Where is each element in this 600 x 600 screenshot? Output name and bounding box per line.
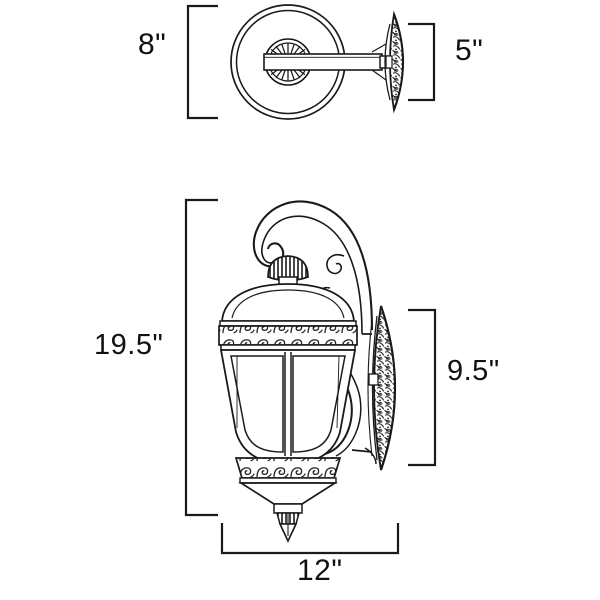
ornate-wall-plate-top (371, 10, 404, 114)
glass-panels (219, 349, 357, 465)
lower-ornament-band (234, 457, 342, 484)
dimension-bracket-8in (186, 4, 218, 120)
dimension-label-overall-width: 12" (297, 554, 343, 587)
tapered-base (238, 482, 338, 505)
top-finial (267, 255, 309, 286)
dimension-label-top-depth: 5" (455, 34, 484, 67)
mounting-arm (263, 53, 389, 71)
dimension-bracket-19-5in (184, 198, 218, 517)
dimension-bracket-5in (408, 22, 436, 102)
domed-cap (219, 283, 357, 327)
dimension-bracket-12in (220, 523, 400, 555)
front-view-group (184, 198, 437, 555)
dimension-label-overall-height: 19.5" (94, 329, 164, 361)
top-view-group (186, 4, 436, 120)
dimension-bracket-9-5in (408, 308, 437, 467)
dimension-label-top-height: 8" (138, 28, 167, 61)
dimension-label-backplate-height: 9.5" (447, 355, 500, 387)
upper-ornament-band (218, 325, 358, 351)
ornate-wall-plate-front (367, 305, 397, 471)
drop-finial (273, 503, 303, 543)
